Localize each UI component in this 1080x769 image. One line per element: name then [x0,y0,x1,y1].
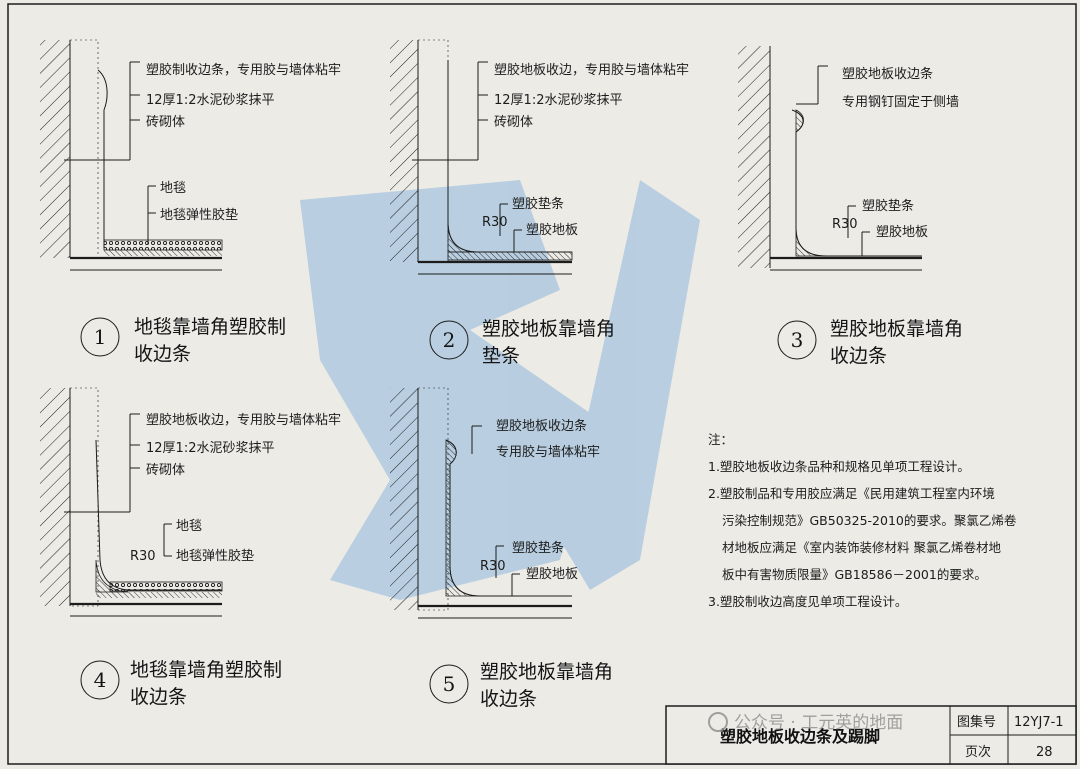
detail-3-label-floor: 塑胶地板 [876,224,928,240]
detail-5-label-radius: R30 [480,559,506,574]
title-block: 塑胶地板收边条及踢脚 图集号 12YJ7-1 页次 28 [665,705,1077,765]
detail-1-title-line2: 收边条 [134,343,191,365]
detail-5-number-circle [429,664,469,704]
detail-1-label-brick: 砖砌体 [146,115,185,130]
watermark-text: 公众号 · 工元英的地面 [734,713,903,733]
atlas-number-label: 图集号 [957,714,996,730]
page-number-label: 页次 [965,744,991,760]
detail-4-title-line1: 地毯靠墙角塑胶制 [130,659,282,681]
detail-4-number: 4 [94,668,107,692]
notes-line-2: 2.塑胶制品和专用胶应满足《民用建筑工程室内环境 [708,486,995,501]
detail-2-title-line1: 塑胶地板靠墙角 [482,318,615,340]
detail-2-title-line2: 垫条 [482,345,520,367]
detail-2-number-circle [429,320,469,360]
detail-3-title-line1: 塑胶地板靠墙角 [830,318,963,340]
detail-4-label-brick: 砖砌体 [146,463,185,478]
detail-5-drawing [390,387,572,619]
notes-heading: 注： [708,432,733,447]
notes-line-4: 材地板应满足《室内装饰装修材料 聚氯乙烯卷材地 [722,540,1001,555]
sheet-title: 塑胶地板收边条及踢脚 [720,727,880,746]
detail-1-label-strip: 塑胶制收边条，专用胶与墙体粘牢 [146,62,341,78]
detail-1-label-carpet: 地毯 [160,181,186,196]
detail-2-label-floor: 塑胶地板 [526,222,578,238]
detail-2-label-mortar: 12厚1:2水泥砂浆抹平 [494,93,622,108]
detail-2-drawing [390,39,573,275]
detail-1-number: 1 [94,325,107,349]
detail-4-label-radius: R30 [130,549,156,564]
detail-3-number: 3 [791,328,804,352]
detail-3-label-edge: 塑胶地板收边条 [842,66,933,82]
detail-4-number-circle [80,660,120,700]
detail-4-drawing [40,387,223,617]
detail-3-label-strip: 塑胶垫条 [862,198,914,214]
notes-block: 注： 1.塑胶地板收边条品种和规格见单项工程设计。 2.塑胶制品和专用胶应满足《… [708,432,1017,609]
watermark-overlay: 公众号 · 工元英的地面 [708,712,903,733]
detail-4-label-edge: 塑胶地板收边，专用胶与墙体粘牢 [146,412,341,428]
detail-3-label-nail: 专用钢钉固定于侧墙 [842,95,959,110]
detail-1-number-circle [80,317,120,357]
detail-2-label-strip: 塑胶垫条 [512,196,564,212]
detail-1-label-mortar: 12厚1:2水泥砂浆抹平 [146,93,274,108]
detail-5-label-strip: 塑胶垫条 [512,540,564,556]
detail-4-label-carpet: 地毯 [176,519,202,534]
detail-1-drawing [40,39,223,271]
detail-3-label-radius: R30 [832,217,858,232]
detail-4-label-mortar: 12厚1:2水泥砂浆抹平 [146,441,274,456]
atlas-number-value: 12YJ7-1 [1014,715,1064,730]
detail-5-label-glue: 专用胶与墙体粘牢 [496,444,600,460]
watermark-emblem [300,180,700,600]
detail-3-title-line2: 收边条 [830,345,887,367]
wechat-icon [708,712,728,732]
notes-line-6: 3.塑胶制收边高度见单项工程设计。 [708,594,907,609]
notes-line-5: 板中有害物质限量》GB18586－2001的要求。 [722,567,987,582]
detail-5-label-edge: 塑胶地板收边条 [496,418,587,434]
detail-5-title-line1: 塑胶地板靠墙角 [480,661,613,683]
notes-line-3: 污染控制规范》GB50325-2010的要求。聚氯乙烯卷 [722,513,1017,528]
detail-2-number: 2 [443,328,456,352]
detail-3-number-circle [777,320,817,360]
detail-4-title-line2: 收边条 [130,686,187,708]
detail-5-number: 5 [443,672,456,696]
page-number-value: 28 [1036,745,1053,760]
detail-4-label-pad: 地毯弹性胶垫 [176,548,254,564]
detail-2-label-brick: 砖砌体 [494,115,533,130]
detail-5-title-line2: 收边条 [480,688,537,710]
detail-2-label-radius: R30 [482,215,508,230]
notes-line-1: 1.塑胶地板收边条品种和规格见单项工程设计。 [708,459,970,474]
detail-1-title-line1: 地毯靠墙角塑胶制 [134,316,286,338]
detail-5-label-floor: 塑胶地板 [526,566,578,582]
detail-3-drawing [738,46,922,271]
detail-2-label-edge: 塑胶地板收边，专用胶与墙体粘牢 [494,62,689,78]
detail-1-label-pad: 地毯弹性胶垫 [160,207,238,223]
